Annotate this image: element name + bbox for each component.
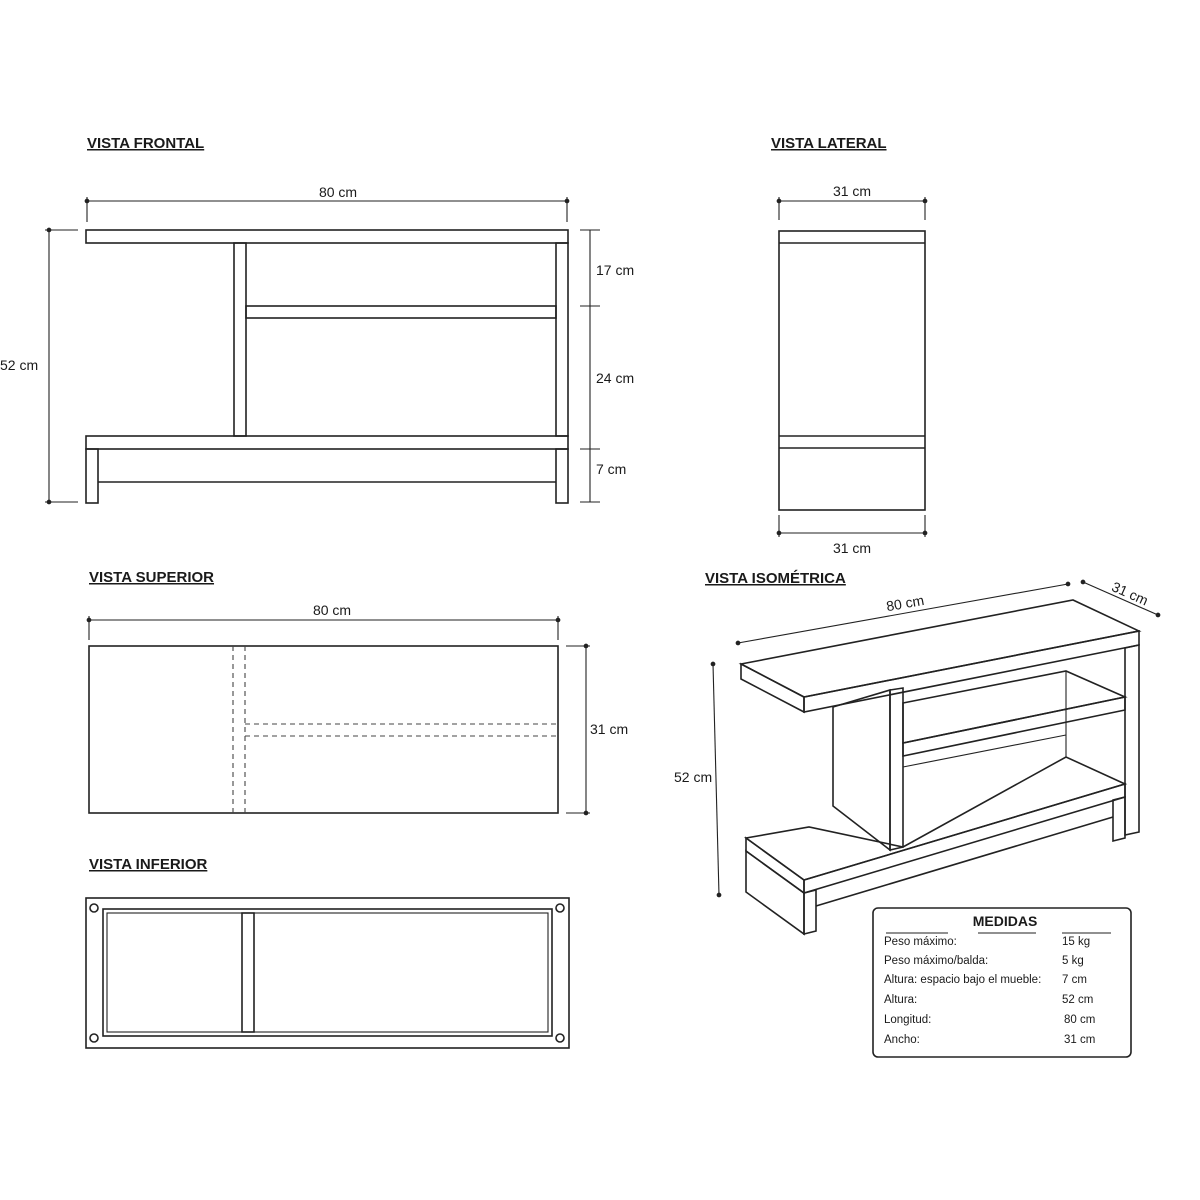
front-left-divider [233, 242, 247, 437]
front-middle-height-label: 24 cm [596, 370, 634, 386]
spec-label-shelf-weight: Peso máximo/balda: [884, 955, 988, 967]
spec-label-height: Altura: [884, 994, 917, 1006]
top-view-title: VISTA SUPERIOR [89, 569, 214, 586]
spec-value-shelf-weight: 5 kg [1062, 955, 1084, 967]
iso-depth-dimension-line [1080, 579, 1161, 618]
spec-label-width: Ancho: [884, 1034, 920, 1046]
spec-value-clearance: 7 cm [1062, 974, 1087, 986]
front-right-leg [555, 448, 569, 504]
side-bottom-width-label: 31 cm [833, 540, 871, 556]
iso-top-panel-left-edge [740, 662, 805, 714]
side-top-width-label: 31 cm [833, 183, 871, 199]
isometric-view: VISTA ISOMÉTRICA 80 cm 31 cm 52 cm [674, 570, 1161, 936]
isometric-view-title: VISTA ISOMÉTRICA [705, 570, 846, 587]
front-view: VISTA FRONTAL 80 cm 52 cm 17 cm 24 cm 7 … [0, 135, 634, 505]
iso-height-label: 52 cm [674, 769, 712, 785]
bottom-outer-frame [85, 897, 570, 1049]
iso-bottom-shelf-surface [743, 756, 1128, 881]
bottom-view-title: VISTA INFERIOR [89, 856, 208, 873]
front-upper-height-label: 17 cm [596, 262, 634, 278]
spec-value-max-weight: 15 kg [1062, 936, 1090, 948]
front-lower-height-label: 7 cm [596, 461, 626, 477]
spec-label-clearance: Altura: espacio bajo el mueble: [884, 974, 1041, 986]
iso-top-panel-surface [738, 599, 1142, 698]
bottom-inner-panel [106, 912, 549, 1033]
front-right-side [555, 242, 569, 437]
iso-left-leg-face [745, 849, 805, 936]
iso-divider-left-face [832, 688, 891, 852]
bottom-foot-bottom-right [555, 1033, 565, 1043]
iso-middle-shelf-front-edge [902, 696, 1126, 757]
front-view-title: VISTA FRONTAL [87, 135, 204, 152]
iso-width-dimension-line [735, 581, 1071, 646]
iso-left-leg-front [803, 888, 817, 936]
front-top-panel [85, 229, 569, 244]
front-width-label: 80 cm [319, 184, 357, 200]
front-middle-shelf [245, 305, 557, 319]
iso-back-panel-line [902, 734, 1067, 768]
front-left-leg [85, 448, 99, 504]
iso-right-side-front-edge [1124, 644, 1140, 836]
bottom-view: VISTA INFERIOR [85, 856, 570, 1049]
top-depth-label: 31 cm [590, 721, 628, 737]
front-height-label: 52 cm [0, 357, 38, 373]
spec-label-max-weight: Peso máximo: [884, 936, 957, 948]
bottom-inner-frame [102, 908, 553, 1037]
spec-value-length: 80 cm [1064, 1014, 1095, 1026]
spec-value-width: 31 cm [1064, 1034, 1095, 1046]
iso-width-label: 80 cm [885, 592, 925, 614]
side-view: VISTA LATERAL 31 cm 31 cm [771, 135, 928, 556]
specs-table-title: MEDIDAS [973, 913, 1038, 929]
spec-label-length: Longitud: [884, 1014, 931, 1026]
side-view-title: VISTA LATERAL [771, 135, 887, 152]
top-panel-outline [88, 645, 559, 814]
top-width-label: 80 cm [313, 602, 351, 618]
spec-value-height: 52 cm [1062, 994, 1093, 1006]
iso-right-leg-front [1112, 795, 1126, 843]
bottom-foot-top-right [555, 903, 565, 913]
bottom-foot-top-left [89, 903, 99, 913]
iso-height-dimension-line [710, 661, 722, 898]
specs-table: MEDIDAS Peso máximo: 15 kg Peso máximo/b… [872, 907, 1132, 1058]
front-bottom-shelf [85, 435, 569, 450]
iso-depth-label: 31 cm [1109, 578, 1150, 608]
iso-bottom-shelf-left-edge [745, 836, 805, 895]
iso-divider-front-edge [889, 687, 904, 852]
iso-bottom-shelf-front-edge [803, 782, 1126, 895]
bottom-divider [241, 912, 255, 1033]
iso-base-rail [815, 816, 1114, 907]
side-body [778, 230, 926, 511]
specs-table-border [872, 907, 1132, 1058]
top-view: VISTA SUPERIOR 80 cm 31 cm [86, 569, 628, 816]
bottom-foot-bottom-left [89, 1033, 99, 1043]
